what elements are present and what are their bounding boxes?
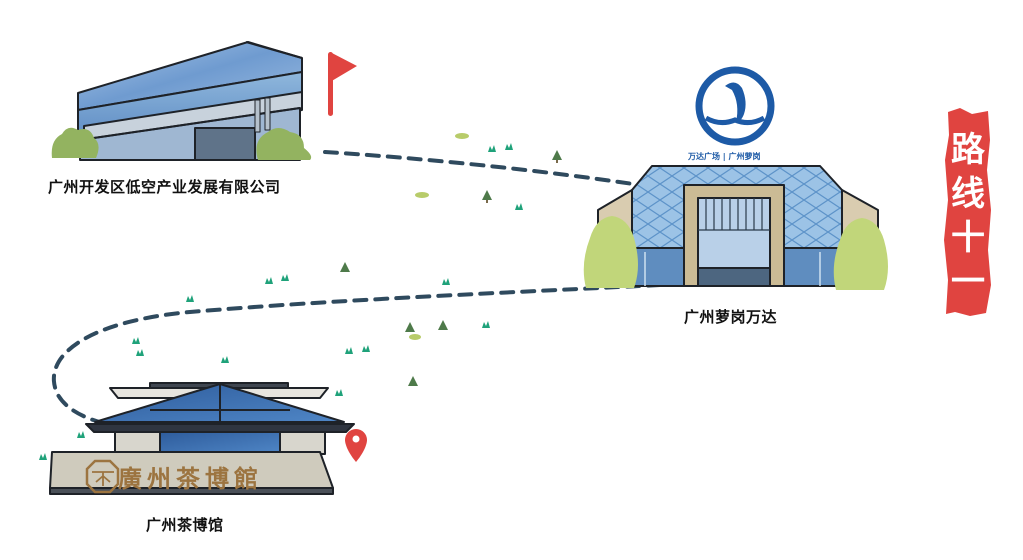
- grass-icon: [505, 143, 513, 150]
- route-title-char: 十: [951, 218, 985, 258]
- grass-icon: [345, 347, 353, 354]
- tea-museum-illustration: [49, 382, 355, 495]
- tea-museum-emblem-icon: [85, 459, 120, 494]
- flag-icon: [328, 52, 357, 116]
- route-title-stamp: [944, 108, 991, 316]
- grass-icon: [132, 337, 140, 344]
- grass-icon: [482, 321, 490, 328]
- route-title: 路 线 十 一: [945, 128, 991, 304]
- stop-label-3: 广州茶博馆: [146, 516, 224, 534]
- grass-icon: [77, 431, 85, 438]
- tree-icon: [405, 322, 415, 332]
- grass-icon: [362, 345, 370, 352]
- tree-icon: [408, 376, 418, 386]
- grass-icon: [265, 277, 273, 284]
- grass-icon: [221, 356, 229, 363]
- wanda-logo-icon: [695, 66, 775, 146]
- office-building-illustration: [77, 41, 303, 161]
- tree-icon: [482, 190, 492, 203]
- tree-icon: [438, 320, 448, 330]
- tree-icon: [340, 262, 350, 272]
- bush-icon: [409, 334, 421, 340]
- grass-icon: [186, 295, 194, 302]
- grass-icon: [136, 349, 144, 356]
- stop-label-1: 广州开发区低空产业发展有限公司: [48, 178, 281, 196]
- grass-icon: [515, 203, 523, 210]
- route-path: [51, 150, 662, 427]
- grass-icon: [488, 145, 496, 152]
- route-title-char: 线: [951, 174, 985, 214]
- stop-label-2: 广州萝岗万达: [684, 308, 778, 326]
- grass-icon: [335, 389, 343, 396]
- bush-illustration: [51, 127, 312, 160]
- bush-icon: [455, 133, 469, 139]
- map-pin-icon: [345, 429, 367, 462]
- mall-signage: 万达广场 | 广州萝岗: [688, 152, 761, 161]
- bush-illustration: [583, 216, 888, 290]
- route-title-char: 路: [951, 130, 985, 170]
- grass-icon: [39, 453, 47, 460]
- bush-icon: [415, 192, 429, 198]
- route-title-char: 一: [951, 262, 985, 302]
- tea-museum-signage: 廣州茶博館: [118, 464, 263, 493]
- tree-icon: [552, 150, 562, 163]
- grass-icon: [442, 278, 450, 285]
- grass-icon: [281, 274, 289, 281]
